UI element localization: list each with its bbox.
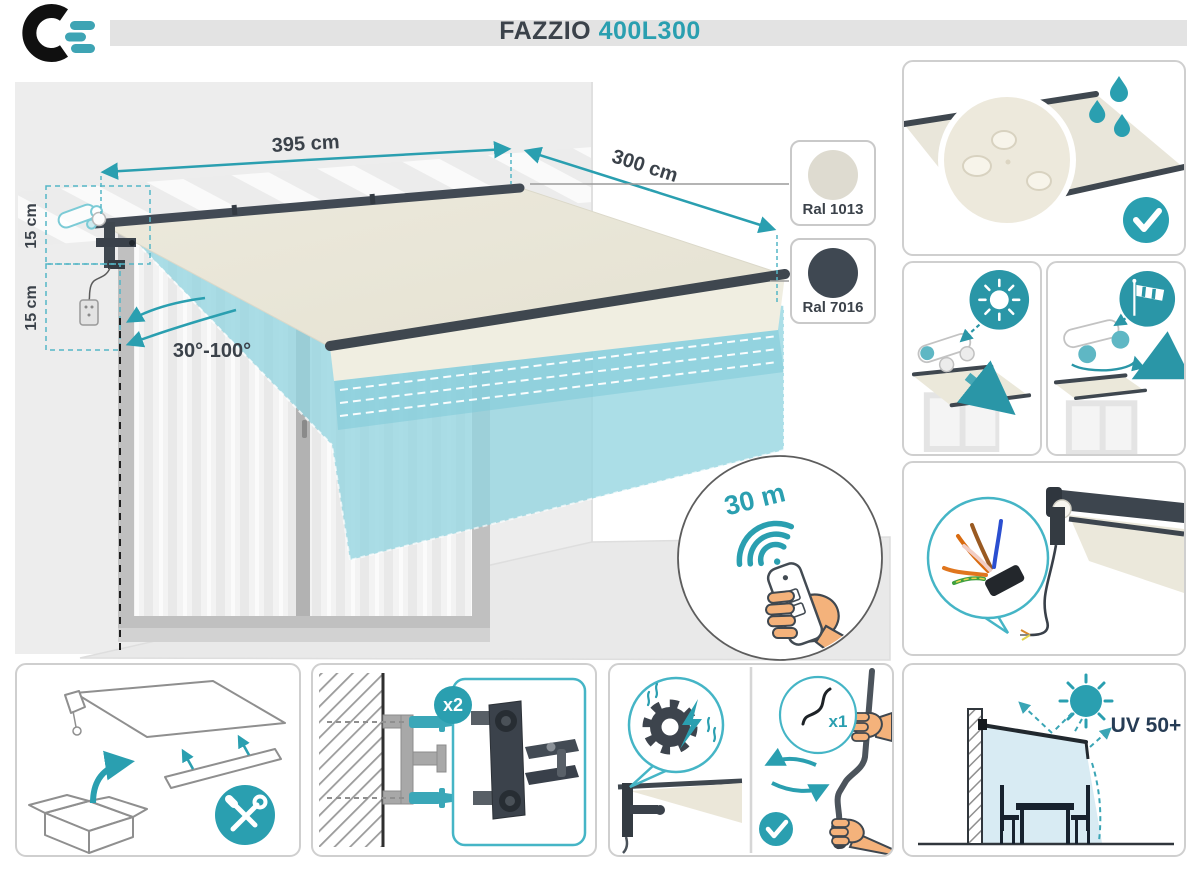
page-title: FAZZIO 400L300 [0,17,1200,46]
check-icon [759,812,793,846]
crank-rotation-arrows [764,747,830,803]
cable-wires-icon [942,519,1003,585]
extend-arrow [957,360,1016,415]
frame-color-swatch: Ral 7016 [790,238,876,324]
main-awning-diagram: 15 cm 15 cm 30°-100° 395 cm 300 cm [15,82,891,661]
water-drop-icon [1089,76,1130,137]
motor-bracket [1050,507,1065,545]
brand-logo [22,4,95,62]
crank-callout-circle: x1 [778,675,858,755]
header-bar [110,20,1187,46]
awning-back-bar [90,183,525,229]
awning-front-bar [325,269,790,351]
rotation-arrow [1071,355,1146,372]
wired-remote-icon [79,299,99,326]
offset-guides [45,185,151,351]
awning-extended [90,183,790,381]
offset-label-side: 15 cm [23,285,40,330]
product-name: FAZZIO [499,17,592,45]
hanging-fabric [1069,515,1184,593]
power-cable [1029,544,1058,637]
failure-squiggles [646,682,717,743]
crank-rod [834,668,875,832]
panel-assembly [15,663,301,857]
bracket-count-badge [434,686,472,724]
upper-hand-icon [849,711,892,743]
wind-sensor-icon [1063,319,1130,364]
door-handle [302,420,307,438]
wall-mount-group [57,203,136,326]
sun-icon [969,269,1030,330]
awning-side-view [980,723,1088,744]
magnifier-icon [938,91,1076,229]
uv-reflection-arrows [1018,701,1112,842]
ral-1013-swatch-circle [808,150,858,200]
panel-uv-protection: UV 50+ [902,663,1186,857]
lightning-icon [680,699,702,749]
finger-icons [765,590,798,639]
bracket-count-label: x2 [443,695,463,715]
tilt-range-label: 30°-100° [173,340,251,362]
lower-hand-icon [829,818,892,855]
wall-section [967,708,983,845]
retract-arrow [1131,331,1184,380]
mini-fabric [630,783,742,823]
awning-fabric-front [330,275,785,381]
windsock-icon [1119,270,1176,327]
roller-end-cap [91,211,107,227]
panel-manual-crank: x1 [608,663,894,857]
sun-icon [1058,673,1114,729]
panel-water-repellent [902,60,1186,256]
panel-power-cable [902,461,1186,656]
unbox-arrow [90,750,135,804]
wall-bracket-icon [382,714,447,805]
tools-icon [215,785,275,845]
remote-range-badge: 30 m [677,455,883,661]
fabric-color-swatch: Ral 1013 [790,140,876,226]
panel-wind-sensor [1046,261,1186,456]
crank-icon [801,687,832,726]
width-label: 395 cm [271,131,340,157]
width-dimension: 395 cm [100,131,512,214]
wall-section [319,673,383,847]
fabric-color-label: Ral 1013 [802,201,864,218]
table-chairs-icon [1000,785,1090,844]
cable-callout-bubble [926,496,1050,635]
wifi-signal-icon [736,520,795,567]
tilt-arc-arrows [125,296,237,348]
cassette-bar [1052,489,1184,523]
offset-label-top: 15 cm [23,203,40,248]
bracket-3d [471,700,579,820]
remote-wire [88,267,111,301]
mini-awning-bar [617,778,743,790]
crank-count-label: x1 [829,712,848,731]
check-icon [1123,197,1169,243]
product-variant: 400L300 [598,17,701,45]
shade-area [982,727,1102,843]
box-icon [28,794,148,854]
uv-protection-label: UV 50+ [1111,714,1182,737]
panel-wall-brackets: x2 [311,663,597,857]
frame-color-label: Ral 7016 [802,299,864,316]
logo-c-glyph [22,4,69,62]
awning-outline [64,680,286,789]
ral-7016-swatch-circle [808,248,858,298]
assemble-arrows [181,734,251,770]
panel-sun-sensor [902,261,1042,456]
